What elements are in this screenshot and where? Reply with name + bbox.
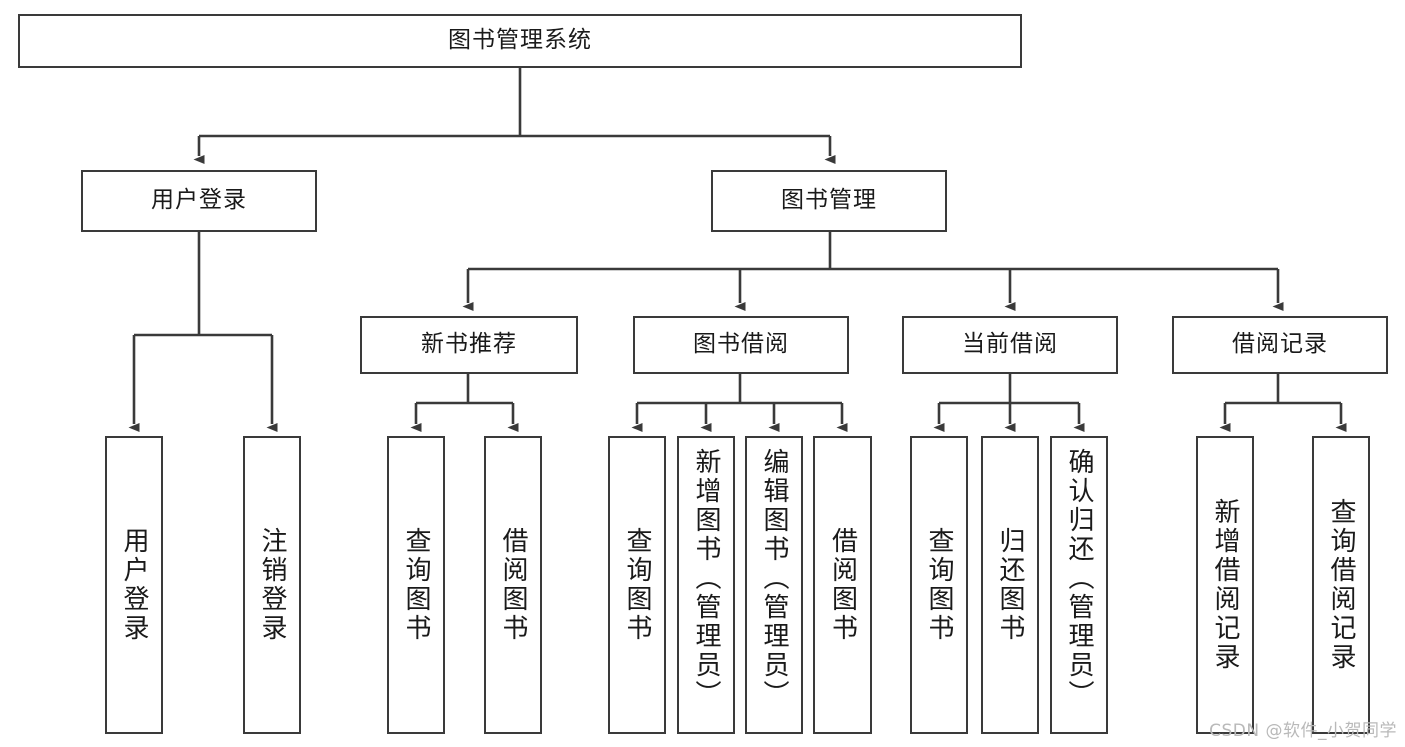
node-leaf-borrow-book-borrow-label: 借阅图书	[827, 527, 858, 643]
node-current-borrowing-label: 当前借阅	[962, 331, 1058, 358]
node-leaf-add-borrow-record[interactable]: 新增借阅记录	[1196, 436, 1254, 734]
node-leaf-add-borrow-record-label: 新增借阅记录	[1210, 498, 1240, 672]
node-leaf-borrow-book-borrow[interactable]: 借阅图书	[813, 436, 872, 734]
node-user-login-label: 用户登录	[151, 187, 247, 214]
node-root-system-label: 图书管理系统	[448, 27, 592, 54]
node-leaf-query-borrow-record-label: 查询借阅记录	[1326, 498, 1356, 672]
node-book-management-label: 图书管理	[781, 187, 877, 214]
node-leaf-confirm-return-admin[interactable]: 确认归还（管理员）	[1050, 436, 1108, 734]
node-leaf-return-book[interactable]: 归还图书	[981, 436, 1039, 734]
node-borrow-records[interactable]: 借阅记录	[1172, 316, 1388, 374]
node-leaf-edit-book-admin-label: 编辑图书（管理员）	[759, 448, 789, 709]
node-leaf-logout-label: 注销登录	[257, 527, 287, 643]
node-leaf-query-book-borrow[interactable]: 查询图书	[608, 436, 666, 734]
node-borrow-records-label: 借阅记录	[1232, 331, 1328, 358]
node-new-book-recommendation-label: 新书推荐	[421, 331, 517, 358]
node-leaf-edit-book-admin[interactable]: 编辑图书（管理员）	[745, 436, 803, 734]
node-leaf-add-book-admin[interactable]: 新增图书（管理员）	[677, 436, 735, 734]
node-current-borrowing[interactable]: 当前借阅	[902, 316, 1118, 374]
node-user-login[interactable]: 用户登录	[81, 170, 317, 232]
node-leaf-user-login[interactable]: 用户登录	[105, 436, 163, 734]
node-leaf-query-book-recommend-label: 查询图书	[401, 527, 431, 643]
node-new-book-recommendation[interactable]: 新书推荐	[360, 316, 578, 374]
node-leaf-borrow-book-recommend[interactable]: 借阅图书	[484, 436, 542, 734]
node-leaf-add-book-admin-label: 新增图书（管理员）	[691, 448, 721, 709]
node-leaf-query-borrow-record[interactable]: 查询借阅记录	[1312, 436, 1370, 734]
node-leaf-user-login-label: 用户登录	[119, 527, 149, 643]
node-leaf-logout[interactable]: 注销登录	[243, 436, 301, 734]
node-leaf-return-book-label: 归还图书	[995, 527, 1025, 643]
node-leaf-query-book-current-label: 查询图书	[924, 527, 954, 643]
node-book-borrowing[interactable]: 图书借阅	[633, 316, 849, 374]
csdn-watermark: CSDN @软件_小贺同学	[1209, 721, 1397, 741]
node-leaf-confirm-return-admin-label: 确认归还（管理员）	[1064, 448, 1094, 709]
node-book-borrowing-label: 图书借阅	[693, 331, 789, 358]
node-leaf-query-book-borrow-label: 查询图书	[622, 527, 652, 643]
node-leaf-query-book-current[interactable]: 查询图书	[910, 436, 968, 734]
node-leaf-borrow-book-recommend-label: 借阅图书	[498, 527, 528, 643]
node-book-management[interactable]: 图书管理	[711, 170, 947, 232]
node-leaf-query-book-recommend[interactable]: 查询图书	[387, 436, 445, 734]
node-root-system[interactable]: 图书管理系统	[18, 14, 1022, 68]
